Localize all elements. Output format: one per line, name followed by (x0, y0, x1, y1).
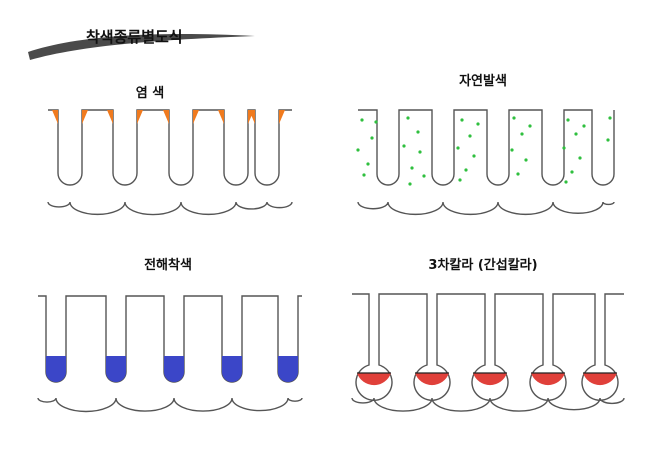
pigment-particle (468, 134, 472, 138)
pigment-particle (362, 173, 366, 177)
pigment-particle (370, 136, 374, 140)
pigment-particle (374, 120, 378, 124)
pigment-particle (608, 116, 612, 120)
dye-deposit (279, 110, 285, 124)
pigment-particle (410, 166, 414, 170)
metal-deposit (46, 356, 66, 382)
diagram-interference-color (351, 293, 625, 412)
pigment-particle (406, 116, 410, 120)
metal-deposit (222, 356, 242, 382)
pigment-particle (510, 148, 514, 152)
pigment-particle (476, 122, 480, 126)
pigment-particle (456, 146, 460, 150)
pore-wall-line (48, 109, 292, 186)
interference-layer (473, 373, 507, 386)
diagram-natural-color (356, 109, 615, 216)
pigment-particle (458, 178, 462, 182)
title-swoosh (28, 33, 255, 60)
dye-deposit (137, 110, 143, 124)
caption-interference-color: 3차칼라 (간섭칼라) (428, 257, 537, 273)
caption-dyeing: 염 색 (136, 85, 164, 101)
metal-deposit (106, 356, 126, 382)
barrier-layer-line (351, 397, 625, 412)
pigment-particle (356, 148, 360, 152)
interference-layer (583, 373, 617, 386)
pigment-particle (524, 158, 528, 162)
pigment-particle (422, 174, 426, 178)
dye-deposit (82, 110, 88, 124)
pigment-particle (366, 162, 370, 166)
pigment-particle (408, 182, 412, 186)
barrier-layer-line (37, 397, 303, 413)
pigment-particle (460, 118, 464, 122)
barrier-layer-line (47, 201, 293, 216)
diagram-electrolytic-color (37, 295, 303, 413)
metal-deposit (164, 356, 184, 382)
dye-deposit (249, 110, 255, 124)
pigment-particle (606, 138, 610, 142)
pigment-particle (472, 154, 476, 158)
pigment-particle (570, 170, 574, 174)
pigment-particle (520, 132, 524, 136)
pigment-particle (416, 130, 420, 134)
interference-layer (415, 373, 449, 386)
pore-wall-line (358, 109, 615, 186)
pigment-particle (566, 118, 570, 122)
barrier-layer-line (357, 201, 615, 216)
dye-deposit (52, 110, 58, 124)
pigment-particle (562, 146, 566, 150)
pigment-particle (516, 172, 520, 176)
pigment-particle (402, 144, 406, 148)
pigment-particle (574, 132, 578, 136)
dye-deposit (107, 110, 113, 124)
caption-natural-color: 자연발색 (459, 73, 507, 89)
interference-layer (531, 373, 565, 386)
pigment-particle (360, 118, 364, 122)
pigment-particle (528, 124, 532, 128)
pigment-particle (564, 180, 568, 184)
diagram-dyeing (47, 109, 293, 216)
page-title: 착색종류별도식 (86, 28, 183, 46)
interference-layer (357, 373, 391, 386)
pigment-particle (512, 116, 516, 120)
metal-deposit (278, 356, 298, 382)
pigment-particle (578, 156, 582, 160)
pigment-particle (418, 150, 422, 154)
dye-deposit (163, 110, 169, 124)
dye-deposit (218, 110, 224, 124)
pigment-particle (464, 168, 468, 172)
caption-electrolytic-color: 전해착색 (144, 257, 192, 273)
dye-deposit (193, 110, 199, 124)
pigment-particle (582, 124, 586, 128)
